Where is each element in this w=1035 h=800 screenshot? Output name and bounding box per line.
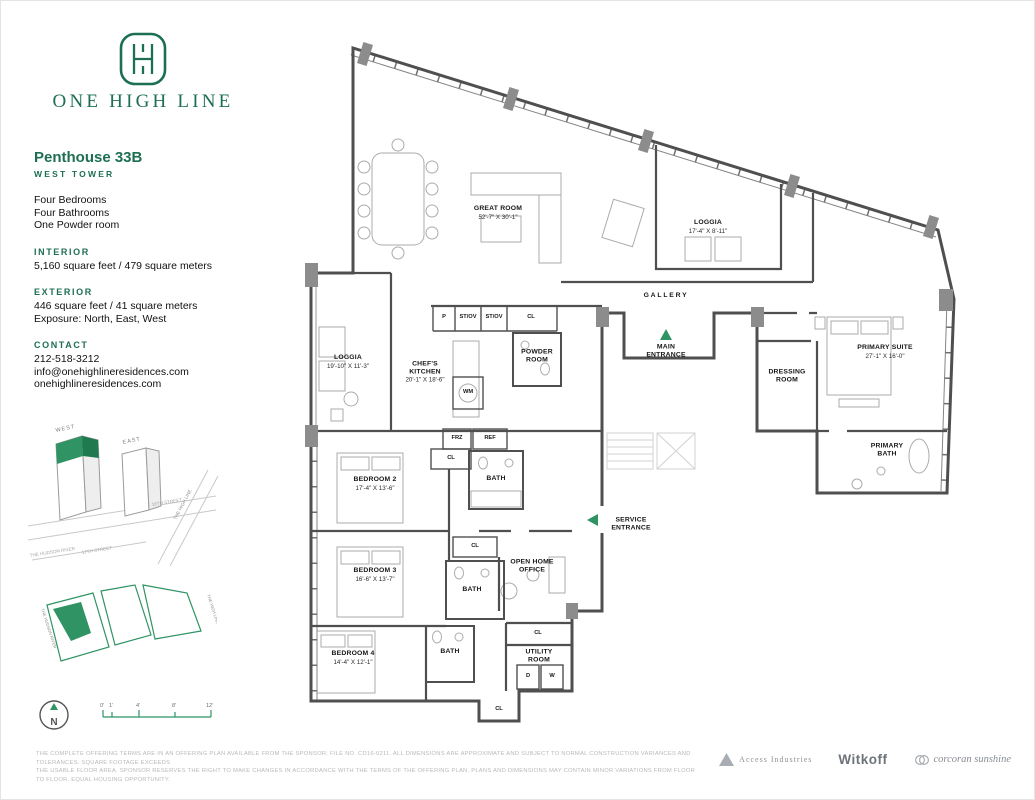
north-compass-icon: N	[39, 700, 69, 730]
witkoff-logo: Witkoff	[838, 752, 888, 767]
brand-wordmark: ONE HIGH LINE	[52, 91, 234, 112]
legal-disclaimer: THE COMPLETE OFFERING TERMS ARE IN AN OF…	[36, 750, 705, 784]
compass-n-label: N	[50, 717, 57, 728]
access-triangle-icon	[719, 753, 735, 766]
site-high-line-label: THE HIGH LINE	[206, 594, 217, 625]
contact-website[interactable]: onehighlineresidences.com	[34, 378, 162, 390]
access-industries-logo: Access Industries	[719, 753, 812, 766]
furniture-layer	[316, 138, 930, 694]
walls	[309, 45, 956, 723]
unit-title: Penthouse 33B	[34, 149, 143, 166]
building-core	[606, 432, 696, 470]
corcoran-sunshine-logo: corcoran sunshine	[914, 754, 1011, 766]
exterior-value: 446 square feet / 41 square meters	[34, 300, 198, 312]
disclaimer-line-2: THE USABLE FLOOR AREA. SPONSOR RESERVES …	[36, 768, 696, 783]
contact-email[interactable]: info@onehighlineresidences.com	[34, 365, 189, 378]
east-tower-label: EAST	[122, 436, 141, 446]
feature-line: One Powder room	[34, 219, 120, 231]
scale-tick-2: 4'	[136, 703, 140, 709]
contact-heading: CONTACT	[34, 340, 89, 350]
scale-tick-0: 0'	[100, 703, 104, 709]
scale-tick-3: 8'	[172, 703, 176, 709]
structural-columns	[305, 42, 953, 619]
interior-heading: INTERIOR	[34, 246, 90, 257]
access-industries-label: Access Industries	[739, 755, 813, 764]
street-upper-label: 18TH STREET	[151, 497, 182, 507]
scale-tick-4: 12'	[206, 703, 213, 709]
street-lower-label: 17TH STREET	[81, 545, 112, 555]
service-entrance-marker	[587, 514, 598, 526]
west-tower-label: WEST	[55, 424, 76, 434]
scale-bar: 0' 1' 4' 8' 12'	[100, 703, 213, 718]
main-entrance-marker	[660, 329, 672, 340]
feature-line: Four Bathrooms	[34, 206, 110, 219]
disclaimer-line-1: THE COMPLETE OFFERING TERMS ARE IN AN OF…	[36, 751, 691, 766]
corcoran-rings-icon	[914, 754, 929, 765]
corcoran-sunshine-label: corcoran sunshine	[933, 754, 1011, 765]
exterior-heading: EXTERIOR	[34, 287, 93, 297]
exposure-value: Exposure: North, East, West	[34, 312, 167, 325]
feature-line: Four Bedrooms	[34, 194, 107, 206]
info-panel: ONE HIGH LINE Penthouse 33B WEST TOWER F…	[34, 31, 252, 391]
site-plan-map: THE HUDSON RIVER THE HIGH LINE	[40, 584, 217, 662]
one-high-line-logo-icon	[119, 32, 167, 86]
tower-location-diagram: WEST EAST 18TH STREET 17TH STREET THE HI…	[27, 424, 219, 566]
scale-tick-1: 1'	[109, 703, 113, 709]
tower-subtitle: WEST TOWER	[34, 169, 115, 179]
footer: THE COMPLETE OFFERING TERMS ARE IN AN OF…	[36, 750, 1011, 784]
unit-highlight	[53, 602, 91, 641]
partner-logos: Access Industries Witkoff corcoran sunsh…	[719, 752, 1011, 767]
interior-value: 5,160 square feet / 479 square meters	[34, 259, 213, 272]
contact-phone: 212-518-3212	[34, 353, 100, 365]
